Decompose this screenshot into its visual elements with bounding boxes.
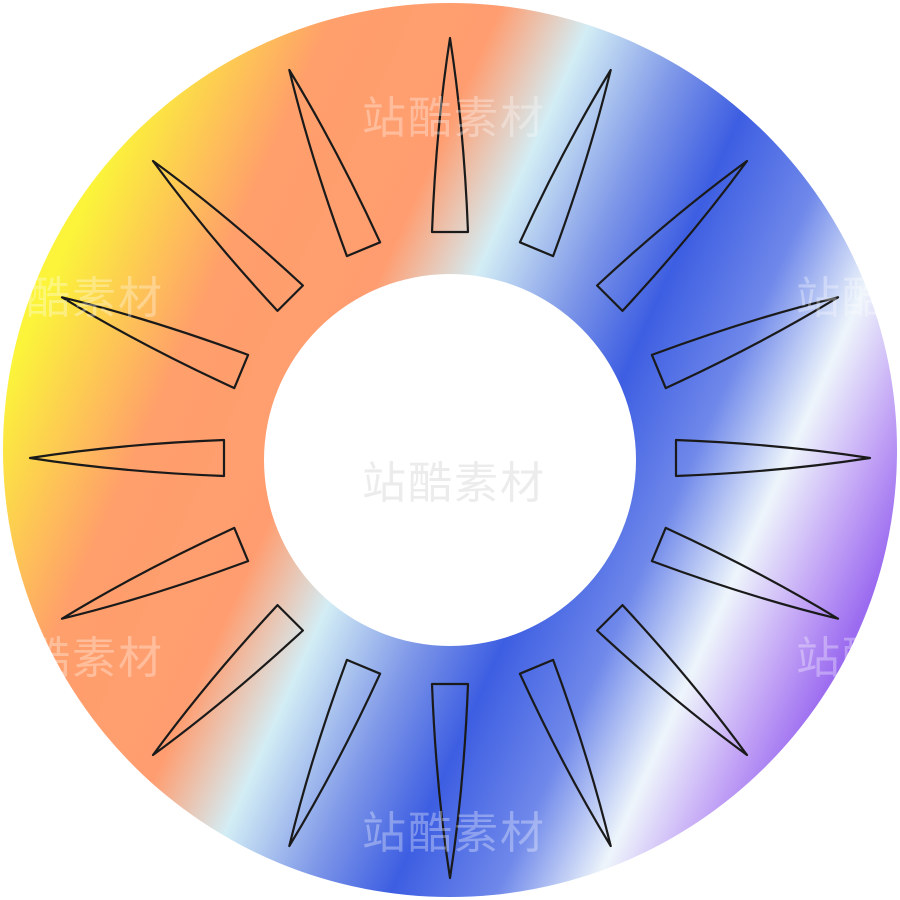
petal-outline [650,526,840,620]
petal-outline [288,658,382,848]
petal-outline [596,159,749,312]
petal-outline [60,296,250,390]
petal-outline [518,658,612,848]
petal-outlines [28,36,872,880]
petal-outline [650,296,840,390]
petal-outline [151,159,304,312]
petal-outline [288,68,382,258]
petal-outline [596,604,749,757]
petal-outline [60,526,250,620]
petal-outline [28,438,226,478]
petal-outline [430,682,470,880]
petal-outline [151,604,304,757]
petal-outline [674,438,872,478]
petal-outline [518,68,612,258]
petal-outline [430,36,470,234]
